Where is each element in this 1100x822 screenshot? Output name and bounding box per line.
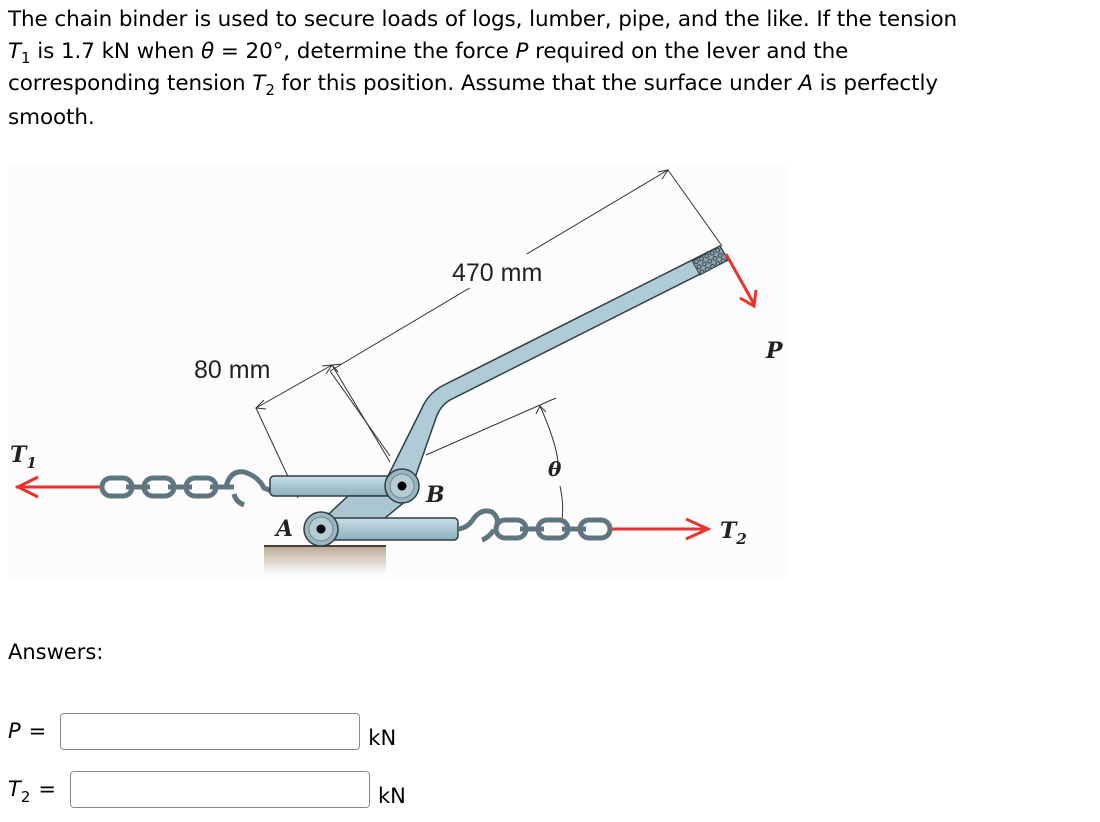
- dimension-80mm-label: 80 mm: [194, 356, 270, 384]
- dimension-470mm-label: 470 mm: [452, 259, 542, 287]
- label-A: A: [274, 516, 293, 542]
- problem-line-1: The chain binder is used to secure loads…: [8, 4, 1098, 36]
- sub-1: 1: [21, 49, 31, 67]
- answer-var-P: P: [8, 719, 21, 743]
- label-B: B: [425, 482, 445, 508]
- problem-text: corresponding tension: [8, 71, 253, 96]
- force-arrow-T1: [14, 475, 104, 499]
- theta-reference: [425, 397, 564, 521]
- answer-input-P[interactable]: [60, 712, 361, 750]
- dim-label-bg: [442, 254, 592, 288]
- label-T1: T1: [10, 442, 37, 472]
- pin-B: [384, 468, 420, 504]
- problem-text: for this position. Assume that the surfa…: [274, 71, 799, 96]
- ground-surface: [264, 545, 386, 574]
- var-A: A: [798, 71, 813, 96]
- problem-text: = 20°, determine the force: [214, 39, 516, 64]
- force-arrow-T2: [612, 517, 712, 541]
- problem-statement: The chain binder is used to secure loads…: [8, 4, 1098, 134]
- answers-heading: Answers:: [8, 640, 104, 664]
- lower-tube: [325, 517, 459, 541]
- unit-label-P: kN: [368, 726, 397, 750]
- dimension-470mm: [329, 169, 723, 457]
- var-T1: T: [8, 39, 22, 64]
- force-arrow-P: [724, 253, 758, 309]
- problem-line-3: corresponding tension T2 for this positi…: [8, 68, 1098, 100]
- answer-row-P: P = kN: [8, 712, 396, 750]
- var-T2: T: [252, 71, 266, 96]
- problem-text: smooth.: [8, 105, 95, 130]
- var-theta: θ: [201, 39, 215, 64]
- problem-text: is 1.7 kN when: [30, 39, 202, 64]
- chain-left: [99, 469, 275, 508]
- problem-line-2: T1 is 1.7 kN when θ = 20°, determine the…: [8, 36, 1098, 68]
- problem-text: required on the lever and the: [528, 39, 849, 64]
- chain-binder-diagram: 470 mm 80 mm θ T1: [10, 169, 784, 574]
- pin-A: [303, 511, 339, 547]
- answer-row-T2: T2 = kN: [8, 770, 406, 808]
- equals-sign: =: [28, 719, 47, 743]
- answer-input-T2[interactable]: [69, 770, 370, 808]
- var-P: P: [515, 39, 529, 64]
- sub-2: 2: [265, 81, 275, 99]
- problem-text: is perfectly: [812, 71, 938, 96]
- chain-binder-figure: 470 mm 80 mm θ T1: [8, 162, 786, 578]
- chain-right: [457, 508, 613, 543]
- problem-text: The chain binder is used to secure loads…: [8, 7, 958, 32]
- answer-var-T2: T2: [8, 777, 31, 806]
- equals-sign: =: [38, 777, 56, 801]
- theta-label: θ: [548, 457, 562, 481]
- unit-label-T2: kN: [377, 784, 406, 808]
- label-T2: T2: [720, 518, 747, 548]
- label-P: P: [765, 338, 784, 364]
- problem-line-4: smooth.: [8, 102, 1098, 134]
